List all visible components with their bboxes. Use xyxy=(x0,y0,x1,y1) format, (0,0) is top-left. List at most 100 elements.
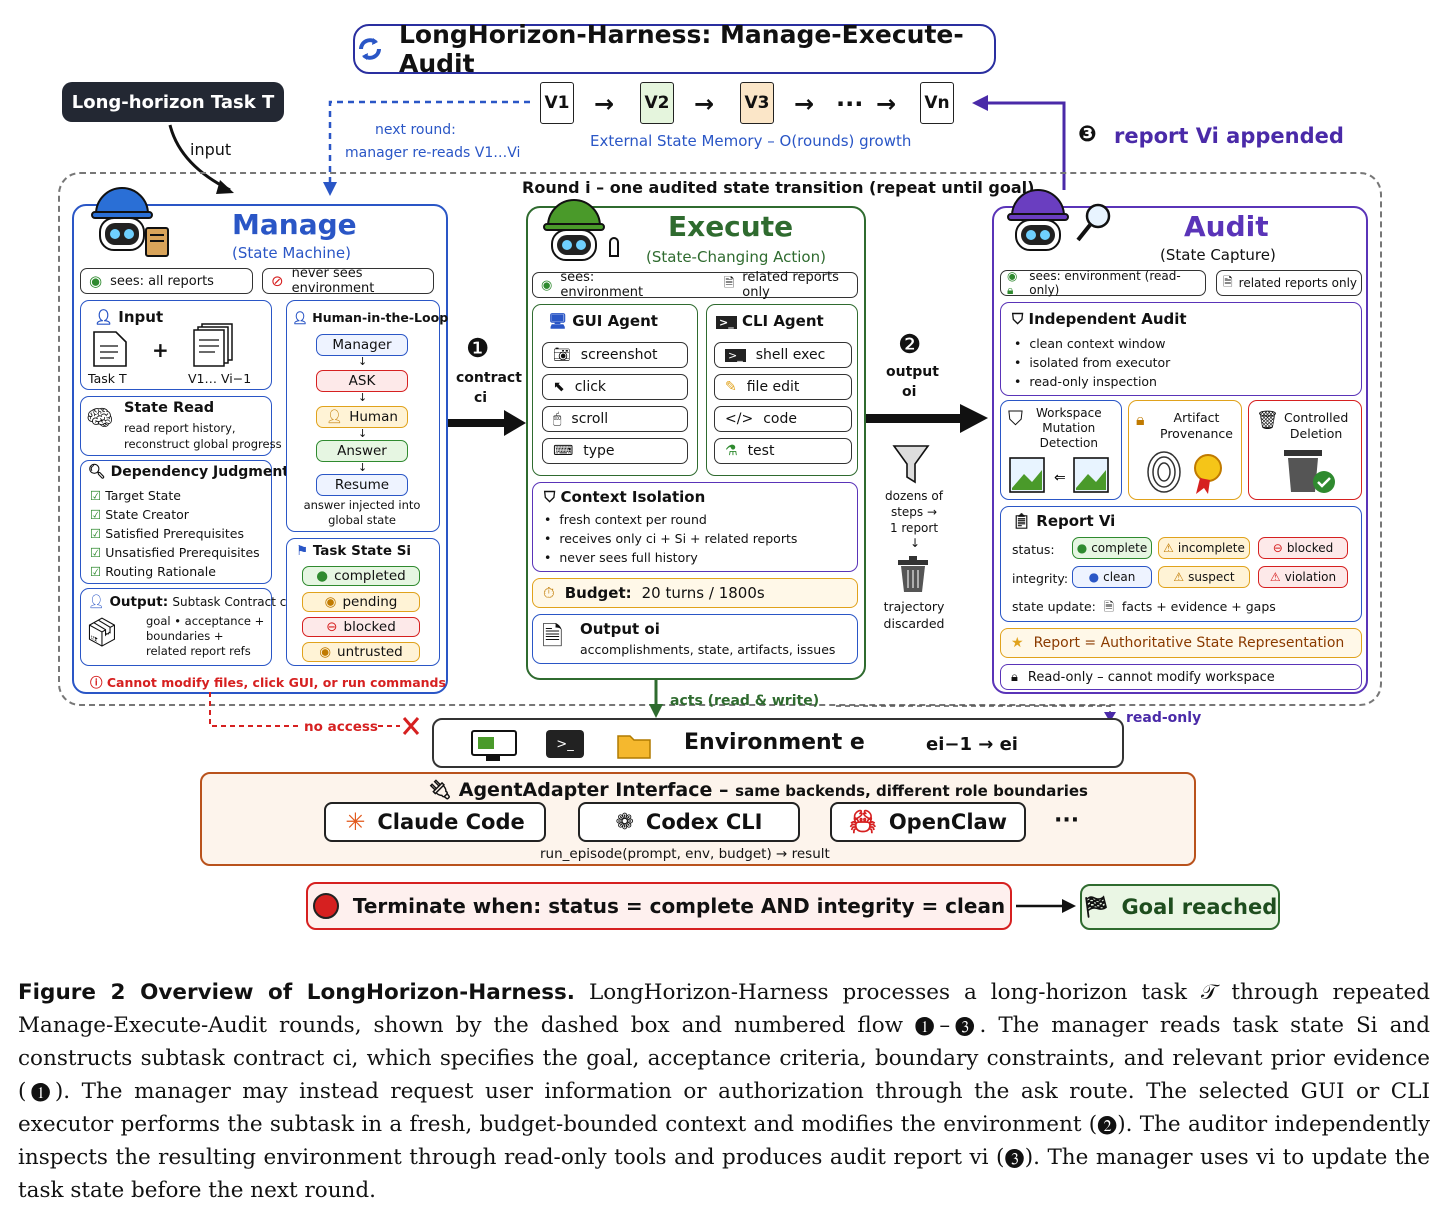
task-state-title: ⚑ Task State Si xyxy=(296,543,412,559)
plug-icon: 🔌︎ xyxy=(428,779,453,801)
manage-output-title: 👤︎ Output: Subtask Contract ci xyxy=(88,594,290,610)
input-title: 👤︎ Input xyxy=(94,308,164,326)
auditor-robot-icon xyxy=(1004,186,1120,262)
terminate-box: Terminate when: status = complete AND in… xyxy=(306,882,1012,930)
execute-title: Execute xyxy=(668,210,794,243)
memory-ellipsis: ··· xyxy=(836,90,864,118)
execute-panel xyxy=(526,206,866,680)
checkbox-icon: ☑ xyxy=(90,526,102,541)
round-label: Round i – one audited state transition (… xyxy=(518,178,1039,197)
audit-title: Audit xyxy=(1184,210,1269,243)
state-read-line-1: read report history, xyxy=(124,421,236,435)
checkbox-icon: ☑ xyxy=(90,507,102,522)
independent-audit-list: • clean context window • isolated from e… xyxy=(1014,334,1170,391)
input-label: input xyxy=(190,140,232,159)
input-arrow xyxy=(168,124,234,194)
dependency-box xyxy=(80,460,272,584)
keyboard-icon: ⌨ xyxy=(553,443,574,459)
monitor-icon: 🖥︎ xyxy=(548,312,568,330)
terminal-icon: >_ xyxy=(546,730,584,758)
warning-icon: ⚠ xyxy=(1163,541,1174,555)
execute-output-title: Output oi xyxy=(580,620,660,638)
blocked-icon: ⊖ xyxy=(1272,541,1283,555)
brain-icon: 🧠︎ xyxy=(86,406,114,431)
terminal-icon: >_ xyxy=(716,316,737,329)
star-icon: ★ xyxy=(1011,635,1024,651)
check-circle-icon: ● xyxy=(1088,570,1100,584)
tool-type: ⌨type xyxy=(542,438,688,464)
read-only-line xyxy=(836,705,1116,722)
artifact-provenance-box xyxy=(1128,400,1242,500)
refresh-icon xyxy=(355,34,385,64)
no-access-line xyxy=(209,692,420,735)
budget-box: ⏱Budget:20 turns / 1800s xyxy=(532,578,858,608)
status-blocked: ⊖blocked xyxy=(1258,537,1348,559)
down-arrow: ↓ xyxy=(358,391,368,404)
figure-caption-title: Figure 2 Overview of LongHorizon-Harness… xyxy=(18,980,575,1005)
isolation-item: • receives only ci + Si + related report… xyxy=(544,531,798,546)
dependency-item: ☑ Satisfied Prerequisites xyxy=(90,526,245,541)
user-icon: 👤︎ xyxy=(94,308,114,326)
manage-panel xyxy=(72,204,448,694)
integrity-suspect: ⚠suspect xyxy=(1158,566,1250,588)
mouse-icon: 🖱︎ xyxy=(553,411,562,427)
person-icon: 👤︎ xyxy=(326,409,344,425)
crab-icon: 🦀︎ xyxy=(848,809,877,835)
adapter-signature: run_episode(prompt, env, budget) → resul… xyxy=(540,846,830,862)
contract-var: ci xyxy=(474,390,488,406)
output-var: oi xyxy=(902,384,917,400)
execute-subtitle: (State-Changing Action) xyxy=(646,248,826,266)
next-round-label-2: manager re-reads V1…Vi xyxy=(345,145,521,161)
arrow-right: → xyxy=(694,90,715,118)
backend-codex-cli: ❁Codex CLI xyxy=(578,802,800,842)
terminal-icon: >_ xyxy=(725,348,746,362)
integrity-label: integrity: xyxy=(1012,571,1069,586)
hitl-step-ask: ASK xyxy=(316,370,408,392)
eye-slash-icon: ⊘ xyxy=(271,272,284,290)
shield-icon: ⛉ xyxy=(1008,406,1023,430)
state-read-box xyxy=(80,396,272,456)
documents-stack-icon xyxy=(193,323,233,367)
down-arrow: ↓ xyxy=(358,355,368,368)
task-state-pending: ◉pending xyxy=(302,592,420,612)
dependency-title: 🔍︎ Dependency Judgment xyxy=(88,464,289,480)
state-read-title: State Read xyxy=(124,400,215,416)
arrow-right: → xyxy=(594,90,615,118)
blocked-icon: ⊖ xyxy=(326,619,338,635)
output-arrow xyxy=(866,404,988,433)
diagram-title-box: LongHorizon-Harness: Manage-Execute-Audi… xyxy=(353,20,996,78)
manage-subtitle: (State Machine) xyxy=(232,244,351,262)
untrusted-icon: ◉ xyxy=(319,644,332,660)
status-incomplete: ⚠incomplete xyxy=(1158,537,1250,559)
environment-title: Environment e xyxy=(684,730,865,755)
audit-sees-chip: ◉🔒︎sees: environment (read-only) xyxy=(1000,269,1206,297)
trash-check-icon xyxy=(1284,450,1335,493)
svg-text:⇐: ⇐ xyxy=(1054,470,1066,486)
down-arrow: ↓ xyxy=(910,536,921,550)
input-task-label: Task T xyxy=(88,371,127,386)
trash-icon: 🗑︎ xyxy=(1256,410,1279,431)
manage-never-sees-chip: ⊘never sees environment xyxy=(262,266,434,296)
manage-title: Manage xyxy=(232,208,357,241)
acts-arrow xyxy=(649,680,663,718)
check-circle-icon: ● xyxy=(316,568,329,584)
hitl-step-resume: Resume xyxy=(316,474,408,496)
openai-knot-icon: ❁ xyxy=(615,809,634,835)
arrow-right: → xyxy=(876,90,897,118)
monitor-icon xyxy=(471,730,517,761)
audit-item: • isolated from executor xyxy=(1014,355,1171,370)
checkbox-icon: ☑ xyxy=(90,545,102,560)
manage-output-box xyxy=(80,588,272,666)
checkbox-icon: ☑ xyxy=(90,564,102,579)
integrity-clean: ●clean xyxy=(1072,566,1152,588)
independent-audit-box xyxy=(1000,302,1362,396)
integrity-violation: ⚠violation xyxy=(1258,566,1348,588)
memory-file-2: V2 xyxy=(640,82,674,124)
stop-circle-icon xyxy=(312,893,339,919)
magnifier-icon: 🔍︎ xyxy=(88,464,106,480)
cursor-icon: ⬉ xyxy=(553,379,565,395)
figure-caption-text: LongHorizon-Harness processes a long-hor… xyxy=(18,980,1430,1203)
